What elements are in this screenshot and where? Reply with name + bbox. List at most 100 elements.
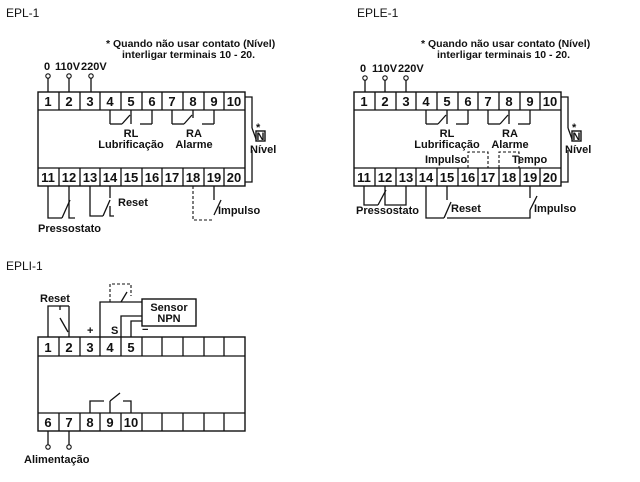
eple1-title: EPLE-1	[357, 6, 399, 20]
epli1-terminal-1: 1	[44, 340, 51, 355]
epl1-terminal-12: 12	[62, 170, 76, 185]
epli1-bottom-terminals: 6 7 8 9 10	[44, 413, 225, 431]
epli1-terminal-2: 2	[65, 340, 72, 355]
epli1-power-dot-7	[66, 444, 72, 450]
epl1-terminal-5: 5	[127, 94, 134, 109]
eple1-impulso-link-label: Impulso	[425, 154, 467, 166]
eple1-note-line2: interligar terminais 10 - 20.	[437, 49, 570, 61]
epli1-output-contact	[89, 392, 132, 413]
epl1-level-label: Nível	[250, 144, 276, 156]
epl1-top-terminals: 1 2 3 4 5 6 7 8 9 10	[44, 92, 241, 110]
epl1-supply-0: 0	[44, 61, 50, 73]
eple1-top-terminals: 1 2 3 4 5 6 7 8 9 10	[360, 92, 557, 110]
epl1-rl-relay: RL Lubrificação	[98, 110, 164, 151]
epl1-terminal-6: 6	[148, 94, 155, 109]
epli1-terminal-6: 6	[44, 415, 51, 430]
epli1-sensor-line1: Sensor	[150, 302, 188, 314]
eple1-level-contact: * N Nível	[561, 96, 591, 183]
epl1-supply-dot-220	[88, 73, 94, 79]
eple1-terminal-8: 8	[505, 94, 512, 109]
eple1-terminal-18: 18	[502, 170, 516, 185]
epl1-note-line2: interligar terminais 10 - 20.	[122, 49, 255, 61]
eple1-rl-desc: Lubrificação	[414, 139, 480, 151]
eple1-tempo-link-label: Tempo	[512, 154, 548, 166]
eple1-ra-desc: Alarme	[491, 139, 528, 151]
epl1-rl-desc: Lubrificação	[98, 139, 164, 151]
epl1-ra-relay: RA Alarme	[171, 110, 215, 151]
epl1-supply-dot-0	[45, 73, 51, 79]
epli1-sensor-box	[141, 298, 197, 327]
eple1-terminal-14: 14	[419, 170, 434, 185]
eple1-mode-links: Impulso Tempo	[425, 151, 548, 168]
epl1-terminal-14: 14	[103, 170, 118, 185]
eple1-terminal-13: 13	[399, 170, 413, 185]
eple1-reset-label: Reset	[451, 203, 481, 215]
eple1-supply-110: 110V	[372, 63, 398, 75]
eple1-terminal-6: 6	[464, 94, 471, 109]
epli1-power-dot-6	[45, 444, 51, 450]
epli1-title: EPLI-1	[6, 259, 43, 273]
eple1-supply-dot-0	[362, 75, 368, 81]
eple1-level-box: N	[573, 131, 581, 143]
epli1-terminal-7: 7	[65, 415, 72, 430]
epl1-terminal-16: 16	[145, 170, 159, 185]
eple1-terminal-1: 1	[360, 94, 367, 109]
epl1-rl-label: RL	[124, 128, 139, 140]
epl1-reset-label: Reset	[118, 197, 148, 209]
eple1-note-line1: * Quando não usar contato (Nível)	[421, 38, 590, 50]
eple1-terminal-4: 4	[422, 94, 430, 109]
epli1-reset-label: Reset	[40, 293, 70, 305]
epl1-level-contact: * N Nível	[245, 96, 276, 183]
epl1-terminal-15: 15	[124, 170, 138, 185]
eple1-level-label: Nível	[565, 144, 591, 156]
eple1-terminal-17: 17	[481, 170, 495, 185]
eple1-terminal-7: 7	[484, 94, 491, 109]
eple1-terminal-2: 2	[381, 94, 388, 109]
eple1-terminal-3: 3	[402, 94, 409, 109]
epl1-impulso-label: Impulso	[218, 205, 260, 217]
epl1-terminal-17: 17	[165, 170, 179, 185]
eple1-terminal-19: 19	[523, 170, 537, 185]
epli1-diagram: EPLI-1 1 2 3 4 5 6 7 8 9 10	[6, 259, 246, 466]
epl1-ra-desc: Alarme	[175, 139, 212, 151]
epl1-supply-110: 110V	[55, 61, 81, 73]
eple1-rl-relay: RL Lubrificação	[414, 110, 480, 151]
epl1-impulso-contact: Impulso	[192, 186, 260, 221]
epl1-terminal-20: 20	[227, 170, 241, 185]
epli1-terminal-3: 3	[86, 340, 93, 355]
epl1-supply-220: 220V	[81, 61, 107, 73]
epli1-alimentacao-label: Alimentação	[24, 454, 90, 466]
epl1-terminal-18: 18	[186, 170, 200, 185]
eple1-terminal-16: 16	[461, 170, 475, 185]
eple1-terminal-11: 11	[357, 170, 371, 185]
eple1-supply-220: 220V	[398, 63, 424, 75]
eple1-terminal-15: 15	[440, 170, 454, 185]
eple1-supply-dot-110	[382, 75, 388, 81]
epl1-terminal-3: 3	[86, 94, 93, 109]
eple1-diagram: EPLE-1 * Quando não usar contato (Nível)…	[353, 6, 591, 219]
epli1-reset-contact: Reset	[40, 293, 70, 337]
epl1-pressostato-contact: Pressostato	[38, 186, 101, 235]
eple1-reset-contact: Reset	[425, 186, 531, 219]
eple1-terminal-9: 9	[526, 94, 533, 109]
epl1-pressostato-label: Pressostato	[38, 223, 101, 235]
epl1-bottom-terminals: 11 12 13 14 15 16 17 18 19 20	[41, 168, 241, 186]
eple1-impulso-contact: Impulso	[529, 186, 576, 215]
eple1-terminal-10: 10	[543, 94, 557, 109]
epli1-s-label: S	[111, 325, 118, 337]
epl1-diagram: EPL-1 * Quando não usar contato (Nível) …	[6, 6, 276, 235]
eple1-impulso-label: Impulso	[534, 203, 576, 215]
eple1-terminal-20: 20	[543, 170, 557, 185]
epl1-title: EPL-1	[6, 6, 40, 20]
eple1-ra-label: RA	[502, 128, 518, 140]
epl1-level-box: N	[257, 131, 265, 143]
epli1-minus-label: −	[142, 324, 148, 336]
eple1-supply-0: 0	[360, 63, 366, 75]
epl1-ra-label: RA	[186, 128, 202, 140]
eple1-rl-label: RL	[440, 128, 455, 140]
epli1-terminal-10: 10	[124, 415, 138, 430]
epli1-sensor: + S − Sensor NPN	[87, 283, 197, 337]
epli1-plus-label: +	[87, 325, 93, 337]
epl1-terminal-11: 11	[41, 170, 55, 185]
eple1-supply-dot-220	[403, 75, 409, 81]
